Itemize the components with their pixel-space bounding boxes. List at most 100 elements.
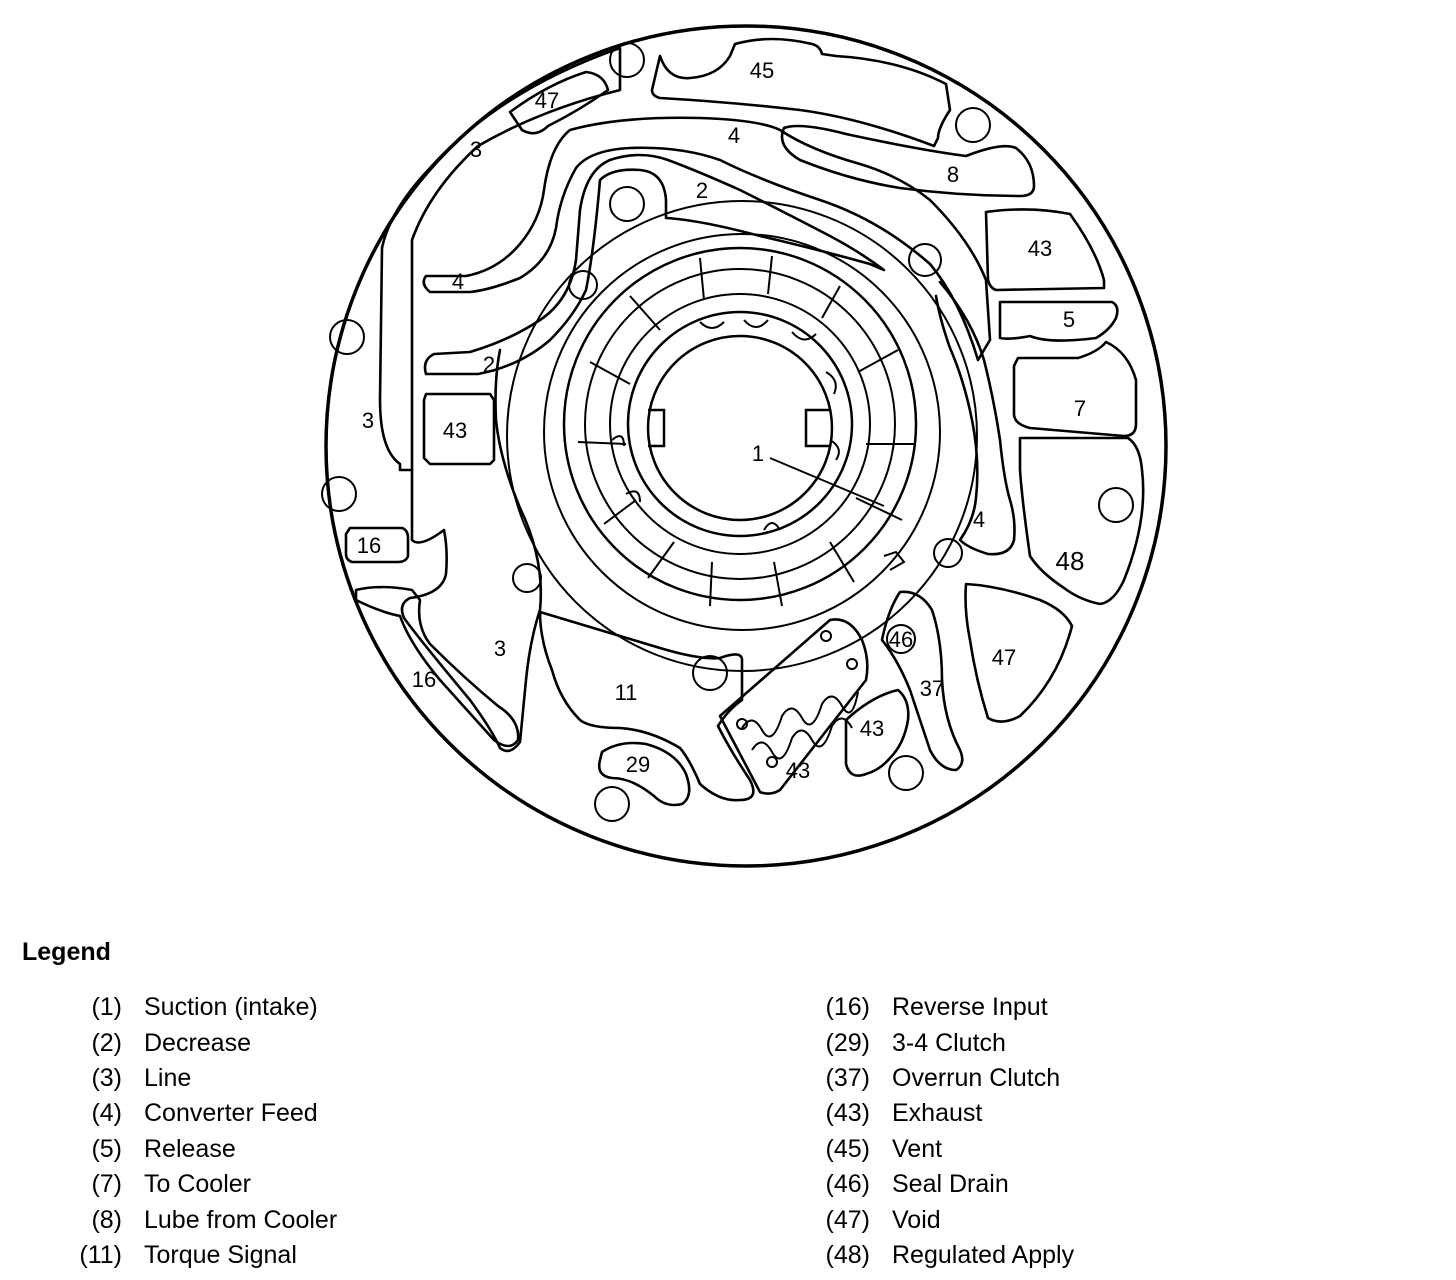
- legend-item: (8)Lube from Cooler: [60, 1202, 337, 1237]
- bore-keys: [648, 408, 830, 448]
- channel-11: [538, 610, 755, 802]
- legend-text: Void: [892, 1205, 941, 1234]
- legend-text: Torque Signal: [144, 1240, 297, 1269]
- label-43: 43: [786, 758, 810, 783]
- label-46: 46: [889, 627, 913, 652]
- legend-text: To Cooler: [144, 1170, 251, 1199]
- channel-43-lower-right: [844, 688, 910, 777]
- label-45: 45: [750, 58, 774, 83]
- label-3: 3: [362, 408, 374, 433]
- legend-text: Vent: [892, 1134, 943, 1163]
- label-29: 29: [626, 752, 650, 777]
- channel-16-lower: [354, 585, 520, 748]
- gear-mid: [584, 268, 896, 580]
- legend-item: (1) Suction (intake): [60, 990, 337, 1025]
- label-7: 7: [1074, 396, 1086, 421]
- channel-47-top: [508, 70, 610, 135]
- bolt-hole: [908, 243, 942, 277]
- legend-item: (11)Torque Signal: [60, 1238, 337, 1273]
- legend-item: (5) Release: [60, 1132, 337, 1167]
- legend-number: (45): [825, 1134, 870, 1163]
- label-43: 43: [443, 418, 467, 443]
- spring-end: [846, 658, 858, 670]
- legend-text: Seal Drain: [892, 1170, 1009, 1199]
- legend-text: Overrun Clutch: [892, 1063, 1061, 1092]
- pump-body-diagram: 45 47 3 4 8 2 43 4 5 2 7 3 43 1 4 48 16 …: [321, 24, 1168, 868]
- channel-labels: 45 47 3 4 8 2 43 4 5 2 7 3 43 1 4 48 16 …: [357, 58, 1086, 783]
- spring-coils: [741, 691, 859, 760]
- bolt-hole: [594, 786, 630, 822]
- label-16: 16: [412, 667, 436, 692]
- rotor-outer: [626, 310, 854, 538]
- label-1: 1: [752, 441, 764, 466]
- legend-number: (48): [825, 1240, 870, 1269]
- bolt-hole: [933, 538, 963, 568]
- label-43: 43: [1028, 236, 1052, 261]
- label-37: 37: [920, 676, 944, 701]
- label-4: 4: [728, 123, 740, 148]
- pump-outer-rim: [324, 24, 1168, 868]
- bolt-hole: [1098, 487, 1134, 523]
- bolt-hole: [321, 476, 357, 512]
- legend-number: (4): [91, 1099, 122, 1128]
- channel-47-right: [964, 582, 1074, 723]
- gear-teeth: [577, 255, 914, 607]
- legend-item: (46) Seal Drain: [808, 1167, 1074, 1202]
- channel-4-upper: [422, 116, 992, 362]
- label-3: 3: [470, 137, 482, 162]
- legend-item: (4)Converter Feed: [60, 1096, 337, 1131]
- channel-3-upper: [378, 46, 622, 472]
- legend-left-column: (1)Suction (intake) (2)Decrease (3)Line …: [60, 990, 337, 1273]
- bolt-hole: [512, 563, 542, 593]
- bolt-hole: [609, 42, 645, 78]
- channel-43-top-right: [984, 208, 1106, 292]
- bolt-hole: [888, 755, 924, 791]
- legend-text: Release: [144, 1134, 236, 1163]
- bolt-hole: [955, 107, 991, 143]
- channel-4-right: [934, 280, 1016, 556]
- label-43: 43: [860, 716, 884, 741]
- regulator-spring: [736, 630, 859, 768]
- legend-title: Legend: [22, 938, 111, 966]
- channel-48: [1018, 436, 1145, 606]
- legend-item: (37) Overrun Clutch: [808, 1061, 1074, 1096]
- channel-46-ring: [886, 624, 916, 654]
- label-16: 16: [357, 533, 381, 558]
- label-2: 2: [483, 352, 495, 377]
- legend-item: (47)Void: [808, 1202, 1074, 1237]
- legend-number: (16): [825, 993, 870, 1022]
- channel-45: [650, 37, 952, 148]
- channel-16-box: [344, 526, 410, 564]
- spring-end: [766, 756, 778, 768]
- legend-number: (5): [91, 1134, 122, 1163]
- legend-number: (37): [825, 1063, 870, 1092]
- legend-number: (43): [825, 1099, 870, 1128]
- legend-text: Line: [144, 1063, 192, 1092]
- legend-item: (7)To Cooler: [60, 1167, 337, 1202]
- bolt-hole: [692, 655, 728, 691]
- channel-37: [880, 590, 964, 772]
- spring-end: [736, 718, 748, 730]
- legend-number: (46): [825, 1170, 870, 1199]
- label-47: 47: [535, 88, 559, 113]
- legend-item: (3)Line: [60, 1061, 337, 1096]
- channel-7: [1012, 340, 1138, 438]
- legend-right-column: (16)Reverse Input (29)3-4 Clutch (37)Ove…: [808, 990, 1075, 1273]
- label-3: 3: [494, 636, 506, 661]
- suction-leader: [769, 457, 885, 507]
- legend-item: (16) Reverse Input: [808, 990, 1074, 1025]
- legend-number: (2): [91, 1028, 122, 1057]
- rotor-bore: [646, 334, 834, 522]
- legend-text: Exhaust: [892, 1099, 983, 1128]
- legend-text: 3-4 Clutch: [892, 1028, 1006, 1057]
- legend-text: Reverse Input: [892, 993, 1048, 1022]
- label-4: 4: [452, 269, 464, 294]
- legend-number: (8): [91, 1205, 122, 1234]
- channel-43-left: [422, 392, 496, 466]
- legend-number: (1): [91, 993, 122, 1022]
- label-2: 2: [696, 178, 708, 203]
- legend-item: (2)Decrease: [60, 1025, 337, 1060]
- rotor-lobes: [611, 319, 840, 531]
- spring-end: [820, 630, 832, 642]
- legend-text: Suction (intake): [144, 993, 318, 1022]
